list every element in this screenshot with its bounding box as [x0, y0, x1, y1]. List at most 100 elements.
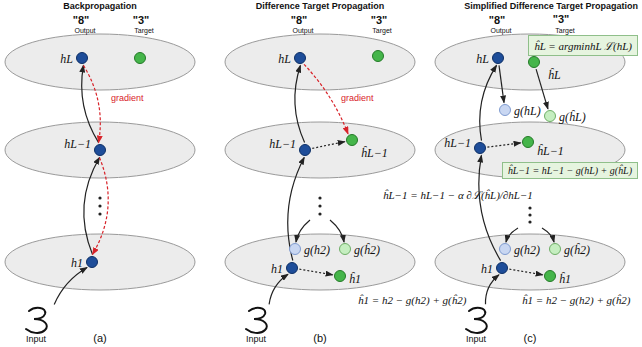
unit-label: h1 — [71, 256, 83, 271]
unit-circle: h1 — [86, 256, 98, 268]
connector — [479, 155, 501, 260]
unit-circle: g(hL) — [499, 104, 511, 116]
inverse-label: g(h2) — [304, 243, 330, 258]
target-label: ĥL−1 — [537, 144, 564, 159]
ellipsis-dot — [98, 212, 101, 215]
class-label: "8" — [291, 14, 308, 26]
unit-circle: ĥ1 — [544, 270, 556, 282]
unit-label: hL−1 — [444, 136, 471, 151]
unit-circle: ĥL−1 — [346, 134, 358, 146]
layer-ellipse — [225, 34, 415, 90]
connector — [536, 69, 548, 109]
unit-label: hL — [476, 52, 489, 67]
equation-text: ĥL−1 = hL−1 − g(hL) + g(ĥL) — [508, 165, 632, 176]
unit-circle: g(ĥL) — [544, 110, 556, 122]
panel-letter: (a) — [93, 332, 106, 344]
unit-label: hL−1 — [269, 137, 296, 152]
layer-ellipse — [225, 234, 415, 290]
layer-ellipse — [225, 122, 415, 178]
unit-circle: g(ĥ2) — [339, 243, 351, 255]
unit-circle: hL−1 — [299, 144, 311, 156]
inverse-arrow — [296, 220, 310, 242]
connector — [480, 65, 497, 140]
panel-letter: (b) — [313, 332, 326, 344]
edge-label: gradient — [340, 93, 375, 103]
input-image: Input — [456, 306, 496, 344]
unit-circle: hL−1 — [94, 144, 106, 156]
ellipsis-dot — [318, 212, 321, 215]
equation-text: ĥL = argminhL ℒ(hL) — [534, 38, 632, 53]
connector — [485, 275, 498, 304]
input-label: Input — [16, 334, 56, 344]
equation-box: ĥL = argminhL ℒ(hL) — [528, 35, 638, 56]
handwritten-digit — [466, 308, 487, 333]
input-label: Input — [236, 334, 276, 344]
inverse-arrow — [330, 220, 344, 242]
layer-ellipse — [435, 234, 625, 290]
unit-label: hL−1 — [64, 137, 91, 152]
unit-circle: g(h2) — [499, 243, 511, 255]
unit-circle: "3"Target — [372, 50, 384, 62]
input-image: Input — [16, 306, 56, 344]
inverse-label: g(ĥ2) — [354, 243, 380, 258]
ellipsis-dot — [98, 196, 101, 199]
connector — [295, 66, 305, 143]
output-tag: Output — [292, 27, 313, 34]
class-label: "3" — [133, 14, 150, 26]
panel-title: Difference Target Propagation — [256, 1, 384, 11]
layer-ellipse — [5, 122, 195, 178]
unit-circle: h1 — [496, 262, 508, 274]
unit-circle: ĥ1 — [334, 270, 346, 282]
inverse-arrow — [506, 228, 518, 242]
unit-circle: "8"OutputhL — [294, 52, 306, 64]
connector — [509, 269, 542, 275]
panel-letter: (c) — [524, 332, 537, 344]
ellipsis-dot — [528, 206, 531, 209]
connector — [54, 268, 87, 305]
ellipsis-dot — [528, 220, 531, 223]
class-label: "8" — [73, 14, 90, 26]
unit-circle: h1 — [286, 262, 298, 274]
target-label: ĥ1 — [559, 272, 571, 287]
ellipsis-dot — [318, 196, 321, 199]
input-image: Input — [236, 306, 276, 344]
input-label: Input — [456, 334, 496, 344]
unit-circle: "3"Target — [134, 52, 146, 64]
connector — [312, 142, 344, 149]
unit-label: h1 — [481, 262, 493, 277]
unit-circle: "8"OutputhL — [76, 52, 88, 64]
target-label: ĥL — [548, 68, 561, 83]
update-equation: ĥ1 = h2 − g(h2) + g(ĥ2) — [522, 294, 630, 306]
unit-label: hL — [278, 52, 291, 67]
target-tag: Target — [372, 27, 391, 34]
panel-title: Backpropagation — [63, 1, 137, 11]
connector — [84, 158, 100, 255]
unit-circle: "3"TargetĥL — [528, 56, 540, 68]
output-tag: Output — [74, 27, 95, 34]
panel-title: Simplified Difference Target Propagation — [464, 1, 638, 11]
inverse-label: g(ĥ2) — [564, 243, 590, 258]
class-label: "3" — [371, 14, 388, 26]
target-tag: Target — [555, 27, 574, 34]
unit-circle: "8"OutputhL — [492, 52, 504, 64]
target-label: ĥL−1 — [361, 146, 388, 161]
equation-box: ĥL−1 = hL−1 − g(hL) + g(ĥL) — [502, 162, 638, 179]
update-equation: ĥL−1 = hL−1 − α ∂ℒ(ĥL)/∂hL−1 — [383, 187, 533, 202]
update-equation: ĥ1 = h2 − g(h2) + g(ĥ2) — [358, 294, 466, 306]
ellipsis-dot — [98, 204, 101, 207]
connector — [487, 143, 520, 147]
connector — [499, 65, 504, 102]
inverse-label: g(hL) — [514, 104, 541, 119]
unit-label: hL — [60, 52, 73, 67]
ellipsis-dot — [318, 204, 321, 207]
inverse-label: g(h2) — [514, 243, 540, 258]
ellipsis-dot — [528, 213, 531, 216]
layer-ellipse — [5, 234, 195, 290]
class-label: "3" — [553, 13, 570, 25]
handwritten-digit — [246, 308, 267, 333]
unit-circle: hL−1 — [474, 142, 486, 154]
class-label: "8" — [489, 14, 506, 26]
handwritten-digit — [26, 308, 47, 333]
inverse-label: g(ĥL) — [559, 110, 586, 125]
